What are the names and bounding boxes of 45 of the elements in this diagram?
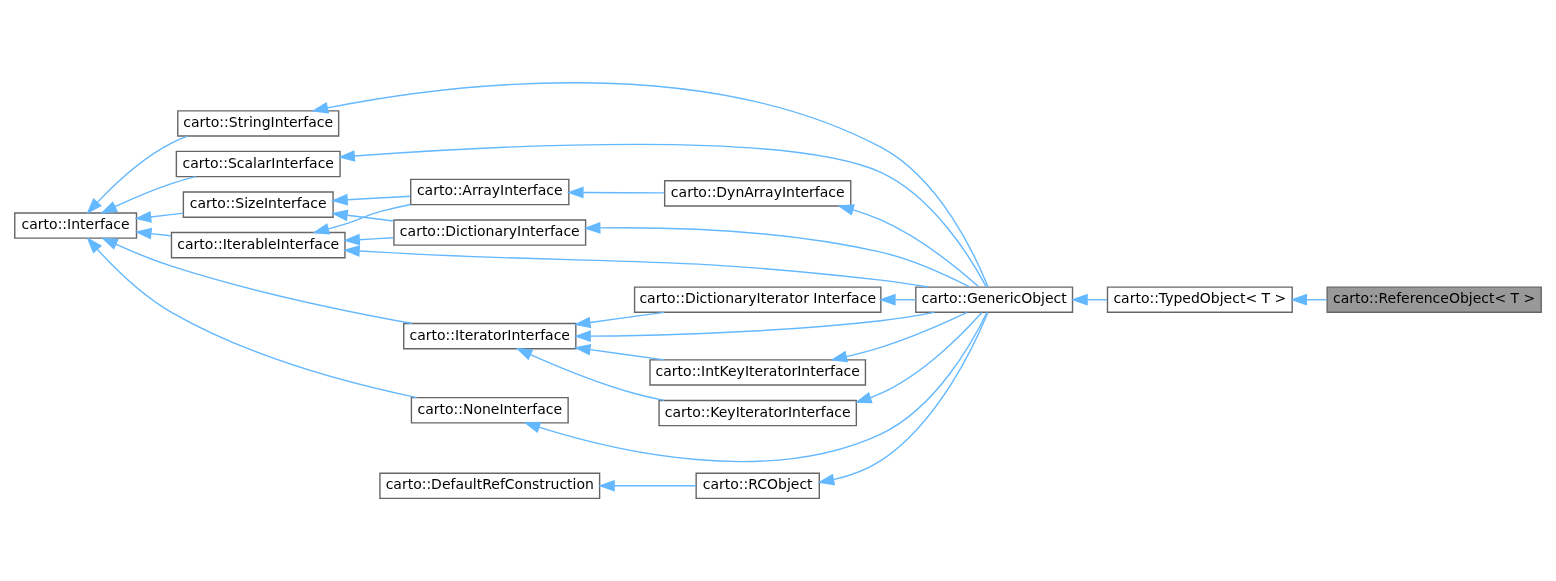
arrow [573, 343, 666, 361]
arrow [574, 311, 936, 343]
node-box: carto::DynArrayInterface [663, 180, 852, 207]
node-box: carto::GenericObject [915, 286, 1074, 313]
node-box: carto::IteratorInterface [403, 322, 577, 350]
node-box: carto::DefaultRefConstruction [379, 472, 601, 500]
arrow [86, 237, 418, 399]
node-box: carto::ArrayInterface [410, 178, 570, 206]
node-box: carto::IntKeyIteratorInterface [649, 359, 867, 386]
arrow [597, 479, 697, 492]
arrow [134, 227, 172, 240]
arrow [1070, 293, 1108, 306]
arrow [101, 237, 414, 325]
arrow [583, 222, 971, 288]
arrow [573, 311, 666, 329]
arrow [134, 211, 184, 223]
arrow [343, 233, 395, 246]
arrow [330, 209, 395, 222]
arrow [854, 311, 983, 404]
node-box: carto::NoneInterface [410, 396, 569, 424]
node-box: carto::StringInterface [177, 110, 340, 137]
arrow [830, 311, 968, 363]
arrow [86, 135, 189, 215]
arrow [1290, 293, 1328, 306]
node-box: carto::TypedObject< T > [1106, 286, 1293, 313]
node-box: carto::IterableInterface [170, 231, 346, 259]
arrow [566, 186, 666, 199]
node-box: carto::ReferenceObject< T > [1326, 286, 1542, 313]
arrow [338, 143, 987, 288]
node-box: carto::ScalarInterface [175, 150, 341, 178]
arrow [878, 293, 917, 306]
node-box: carto::DictionaryInterface [393, 219, 587, 246]
arrow [331, 193, 411, 206]
arrow [312, 203, 412, 235]
node-box: carto::SizeInterface [182, 191, 334, 218]
arrow [817, 311, 989, 486]
arrow [342, 245, 929, 288]
arrow [515, 347, 665, 402]
node-box: carto::RCObject [695, 472, 820, 500]
arrow [523, 311, 988, 463]
arrow [837, 204, 980, 288]
node-box: carto::Interface [14, 212, 138, 239]
node-box: carto::KeyIteratorInterface [658, 399, 858, 427]
arrow [311, 82, 989, 288]
node-box: carto::DictionaryIterator Interface [633, 286, 882, 313]
